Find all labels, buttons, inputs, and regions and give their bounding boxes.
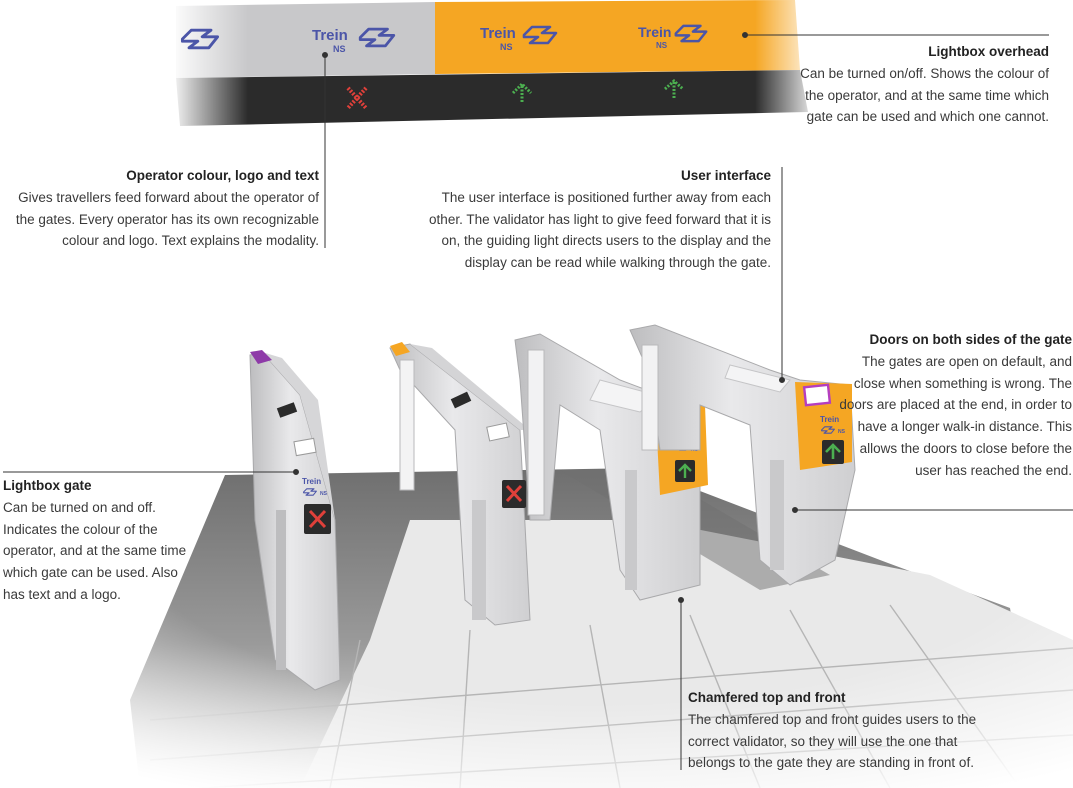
overhead-sub-1: NS [333, 44, 346, 54]
annotation-title: Doors on both sides of the gate [869, 332, 1072, 347]
arrow-up-signal-icon [825, 443, 841, 459]
cross-signal-icon [346, 86, 368, 110]
gate-1-sub: NS [320, 491, 328, 497]
leader-lines [3, 32, 1073, 770]
gate-1: Trein NS [249, 350, 341, 691]
cross-signal-icon [505, 484, 523, 503]
annotation-body: Can be turned on/off. Shows the colour o… [800, 65, 1049, 125]
annotation-user-interface: User interface The user interface is pos… [410, 165, 771, 274]
annotation-operator-colour: Operator colour, logo and text Gives tra… [4, 165, 319, 252]
arrow-up-signal-icon [664, 78, 684, 98]
annotation-title: Lightbox gate [3, 478, 92, 493]
annotation-chamfered: Chamfered top and front The chamfered to… [688, 687, 1008, 774]
annotation-body: The chamfered top and front guides users… [688, 711, 977, 771]
arrow-up-signal-icon [678, 463, 692, 478]
annotation-title: Chamfered top and front [688, 690, 846, 705]
gate-4-sub: NS [838, 429, 846, 435]
annotation-body: The user interface is positioned further… [429, 189, 771, 271]
annotation-lightbox-overhead: Lightbox overhead Can be turned on/off. … [800, 41, 1049, 128]
annotation-lightbox-gate: Lightbox gate Can be turned on and off. … [3, 475, 203, 606]
annotation-title: Operator colour, logo and text [126, 168, 319, 183]
overhead-sub-2: NS [500, 42, 513, 52]
overhead-sub-3: NS [656, 41, 668, 50]
annotation-title: Lightbox overhead [928, 44, 1049, 59]
annotation-body: Can be turned on and off. Indicates the … [3, 499, 187, 602]
gate-2 [389, 342, 531, 626]
gate-4: Trein NS [629, 324, 856, 586]
gate-4-brand: Trein [820, 415, 839, 424]
annotation-body: The gates are open on default, and close… [839, 353, 1072, 478]
annotation-body: Gives travellers feed forward about the … [15, 189, 319, 249]
cross-signal-icon [308, 509, 327, 529]
annotation-title: User interface [680, 168, 771, 183]
overhead-brand-3: Trein [638, 24, 671, 40]
overhead-brand-2: Trein [480, 25, 516, 42]
gate-1-brand: Trein [302, 477, 321, 486]
arrow-up-signal-icon [511, 81, 533, 102]
annotation-doors: Doors on both sides of the gate The gate… [830, 329, 1072, 482]
overhead-lightbox: Trein NS Trein NS Trein NS [170, 0, 820, 130]
overhead-brand-1: Trein [312, 27, 348, 44]
